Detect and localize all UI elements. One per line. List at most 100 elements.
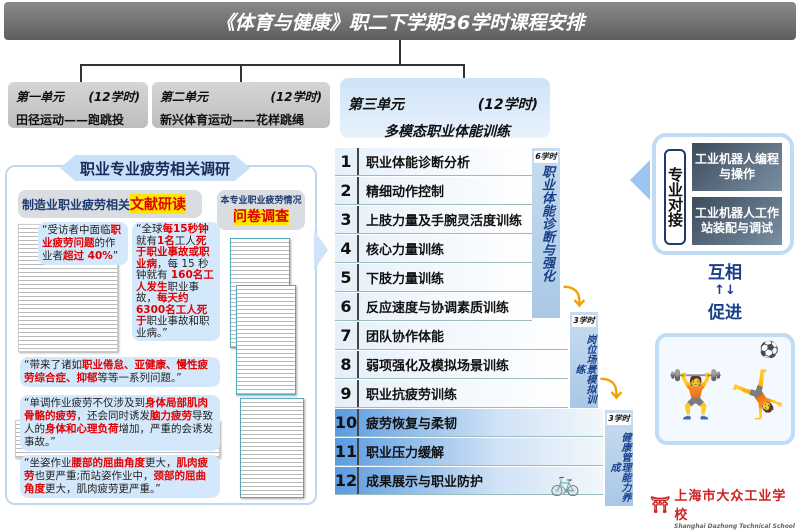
- quote-highlight: 每15秒钟: [162, 223, 209, 235]
- lesson-number: 11: [335, 438, 359, 465]
- quote-text: ”: [112, 250, 119, 262]
- school-name: 上海市大众工业学校: [674, 489, 787, 523]
- survey-header: 本专业职业疲劳情况 问卷调查: [217, 190, 305, 230]
- research-title: 职业专业疲劳相关调研: [60, 155, 250, 181]
- chevron-left-icon: [630, 160, 650, 200]
- survey-doc-image: [240, 398, 304, 498]
- lesson-number: 12: [335, 467, 359, 494]
- unit-hours: (12学时): [477, 97, 538, 113]
- stage-text: 岗位场景模拟训练: [573, 333, 595, 404]
- lesson-title: 弱项强化及模拟场景训练: [366, 359, 510, 374]
- unit-name: 第三单元: [348, 97, 404, 113]
- lesson-title: 职业抗疲劳训练: [366, 388, 458, 403]
- lesson-title: 反应速度与协调素质训练: [366, 301, 510, 316]
- quote-highlight: 160名工人发生: [136, 269, 214, 293]
- lesson-number: 7: [335, 322, 359, 349]
- connector: [80, 64, 82, 82]
- lesson-title: 职业压力缓解: [366, 446, 445, 461]
- connector: [463, 64, 465, 78]
- stage-hours: 3学时: [572, 315, 596, 327]
- lesson-row: 6 反应速度与协调素质训练: [335, 293, 532, 321]
- athlete-figure-icon: 🤸: [729, 367, 787, 421]
- quote-text: 更大，肌肉疲劳更严重。”: [45, 483, 161, 495]
- quote-highlight: 腰部的屈曲角度: [71, 457, 145, 469]
- lesson-title: 团队协作体能: [366, 330, 445, 345]
- lesson-title: 核心力量训练: [366, 243, 445, 258]
- unit-name: 第一单元: [16, 90, 65, 104]
- quote-highlight: 每天约6300名工人死于: [136, 292, 208, 327]
- stage-3-label: 3学时健康管理能力养成: [605, 410, 633, 506]
- lesson-number: 6: [335, 293, 359, 320]
- quote-highlight: 职业倦怠、亚健康、慢性疲劳综合症、抑郁: [24, 359, 208, 384]
- school-emblem-icon: ⛩: [650, 494, 671, 514]
- lesson-title: 精细动作控制: [366, 185, 445, 200]
- quote-highlight: 死于职业事故或职业病: [136, 234, 210, 270]
- mutual-top: 互相: [708, 263, 742, 283]
- connector: [399, 40, 401, 65]
- quote-text: 职业事故和职业病。”: [136, 315, 210, 339]
- connector: [80, 64, 465, 66]
- unit-hours: (12学时): [270, 90, 322, 104]
- lesson-number: 8: [335, 351, 359, 378]
- stage-text: 职业体能诊断与强化: [539, 165, 554, 282]
- unit-name: 第二单元: [160, 90, 209, 104]
- quote-highlight: 身体和心理负荷: [45, 423, 119, 435]
- lesson-row: 7 团队协作体能: [335, 322, 568, 350]
- quote-bubble: “受访者中面临职业疲劳问题的作业者超过 40%”: [38, 222, 128, 265]
- lesson-number: 9: [335, 380, 359, 407]
- lesson-number: 3: [335, 206, 359, 233]
- quote-highlight: 脑力疲劳: [150, 410, 192, 422]
- unit-topic: 田径运动——跑跳投: [16, 113, 125, 127]
- lesson-number: 5: [335, 264, 359, 291]
- lesson-title: 下肢力量训练: [366, 272, 445, 287]
- mutual-promotion: 互相 ↑↓ 促进: [700, 258, 750, 323]
- athlete-figure-icon: 🏋: [667, 367, 725, 421]
- stage-1-label: 6学时职业体能诊断与强化: [532, 148, 560, 318]
- quote-text: 等等一系列问题。”: [97, 372, 182, 384]
- lesson-row: 12 成果展示与职业防护: [335, 467, 603, 495]
- stage-hours: 6学时: [534, 151, 558, 163]
- quote-text: 工人: [174, 234, 196, 247]
- curved-arrow-icon: ⤵: [600, 378, 623, 403]
- quote-bubble: “坐姿作业腰部的屈曲角度更大，肌肉疲劳也更严重;而站姿作业中，颈部的屈曲角度更大…: [20, 455, 220, 498]
- literature-highlight: 文献研读: [130, 194, 187, 214]
- lesson-number: 1: [335, 148, 359, 175]
- page-title: 《体育与健康》职二下学期36学时课程安排: [4, 2, 796, 40]
- school-name-en: Shanghai Dazhong Technical School: [674, 523, 795, 530]
- unit-topic: 多模态职业体能训练: [384, 124, 510, 140]
- survey-doc-image: [236, 285, 296, 395]
- professional-link-panel: 专业对接 工业机器人编程与操作 工业机器人工作站装配与调试: [652, 133, 794, 255]
- lesson-title: 职业体能诊断分析: [366, 156, 471, 171]
- unit-1-card: 第一单元(12学时) 田径运动——跑跳投: [8, 82, 148, 128]
- survey-label: 本专业职业疲劳情况: [220, 196, 302, 206]
- quote-text: “带来了诸如: [24, 359, 82, 371]
- ball-icon: ⚽: [759, 340, 779, 359]
- survey-highlight: 问卷调查: [233, 209, 289, 225]
- quote-text: 的作业者: [42, 237, 116, 262]
- lesson-title: 成果展示与职业防护: [366, 475, 484, 490]
- professional-label: 专业对接: [664, 149, 686, 245]
- robot-workstation-image: 工业机器人工作站装配与调试: [692, 197, 782, 245]
- quote-text: “全球: [136, 223, 163, 235]
- lesson-title: 上肢力量及手腕灵活度训练: [366, 214, 523, 229]
- lesson-row: 3 上肢力量及手腕灵活度训练: [335, 206, 532, 234]
- connector: [240, 64, 242, 82]
- lesson-row: 9 职业抗疲劳训练: [335, 380, 568, 408]
- quote-bubble: “全球每15秒钟就有1名工人死于职业事故或职业病，每 15 秒钟就有 160名工…: [132, 222, 220, 341]
- quote-text: “受访者中面临: [42, 224, 111, 236]
- lesson-title: 疲劳恢复与柔韧: [366, 417, 458, 432]
- quote-text: 更大，: [144, 457, 177, 469]
- quote-highlight: 超过 40%: [63, 250, 113, 262]
- quote-highlight: 身体局部肌肉骨骼的疲劳: [24, 397, 208, 422]
- lesson-number: 10: [335, 409, 359, 436]
- quote-highlight: 肌肉疲劳: [24, 457, 208, 482]
- quote-text: ，每 15 秒钟就有: [136, 257, 209, 281]
- quote-highlight: 1名: [157, 234, 175, 247]
- unit-2-card: 第二单元(12学时) 新兴体育运动——花样跳绳: [152, 82, 330, 128]
- quote-text: 导致人的: [24, 410, 213, 435]
- arrow-right-icon: [314, 230, 328, 270]
- quote-bubble: “单调作业疲劳不仅涉及到身体局部肌肉骨骼的疲劳，还会同时诱发脑力疲劳导致人的身体…: [20, 395, 220, 451]
- quote-text: 就有: [136, 234, 157, 247]
